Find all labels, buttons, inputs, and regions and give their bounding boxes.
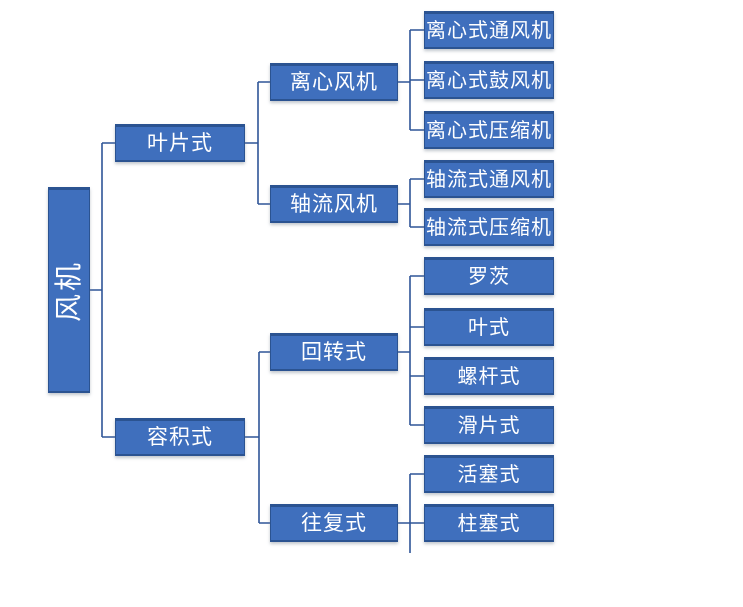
node-reciprocating-type-label: 往复式 (301, 512, 367, 535)
connector-axial-to-leaves (398, 178, 424, 228)
node-centrifugal-fan-label: 离心风机 (290, 71, 378, 94)
node-fan-root-label: 风机 (53, 259, 85, 322)
node-screw-label: 螺杆式 (457, 365, 521, 388)
node-centrifugal-blower: 离心式鼓风机 (424, 61, 554, 99)
node-roots-label: 罗茨 (468, 265, 510, 288)
node-reciprocating-type: 往复式 (270, 504, 398, 542)
node-fan-root: 风机 (48, 187, 90, 393)
node-centrifugal-blower-label: 离心式鼓风机 (426, 69, 552, 92)
node-sliding-vane: 滑片式 (424, 406, 554, 444)
node-roots: 罗茨 (424, 257, 554, 295)
node-volumetric-type-label: 容积式 (147, 426, 213, 449)
node-plunger: 柱塞式 (424, 504, 554, 542)
connector-reciprocating-to-leaves (398, 473, 424, 553)
node-screw: 螺杆式 (424, 357, 554, 395)
node-axial-fan: 轴流风机 (270, 185, 398, 223)
connector-centrifugal-to-leaves (398, 29, 424, 131)
node-plunger-label: 柱塞式 (457, 512, 521, 535)
node-centrifugal-ventilator-label: 离心式通风机 (426, 19, 552, 42)
connector-blade-to-children (245, 81, 270, 205)
node-vane-label: 叶式 (468, 316, 510, 339)
node-piston-label: 活塞式 (457, 463, 521, 486)
node-rotary-type: 回转式 (270, 333, 398, 371)
connector-volumetric-to-children (245, 351, 270, 524)
node-axial-fan-label: 轴流风机 (290, 193, 378, 216)
node-centrifugal-compressor-label: 离心式压缩机 (426, 119, 552, 142)
node-rotary-type-label: 回转式 (301, 341, 367, 364)
node-centrifugal-ventilator: 离心式通风机 (424, 11, 554, 49)
node-axial-ventilator: 轴流式通风机 (424, 160, 554, 198)
connector-root-to-level2 (90, 142, 115, 438)
connector-rotary-to-leaves (398, 275, 424, 426)
node-axial-compressor-label: 轴流式压缩机 (426, 216, 552, 239)
node-sliding-vane-label: 滑片式 (457, 414, 521, 437)
node-vane: 叶式 (424, 308, 554, 346)
node-axial-compressor: 轴流式压缩机 (424, 208, 554, 246)
node-piston: 活塞式 (424, 455, 554, 493)
node-blade-type: 叶片式 (115, 124, 245, 162)
node-volumetric-type: 容积式 (115, 418, 245, 456)
node-blade-type-label: 叶片式 (147, 132, 213, 155)
node-centrifugal-compressor: 离心式压缩机 (424, 111, 554, 149)
node-centrifugal-fan: 离心风机 (270, 63, 398, 101)
node-axial-ventilator-label: 轴流式通风机 (426, 168, 552, 191)
